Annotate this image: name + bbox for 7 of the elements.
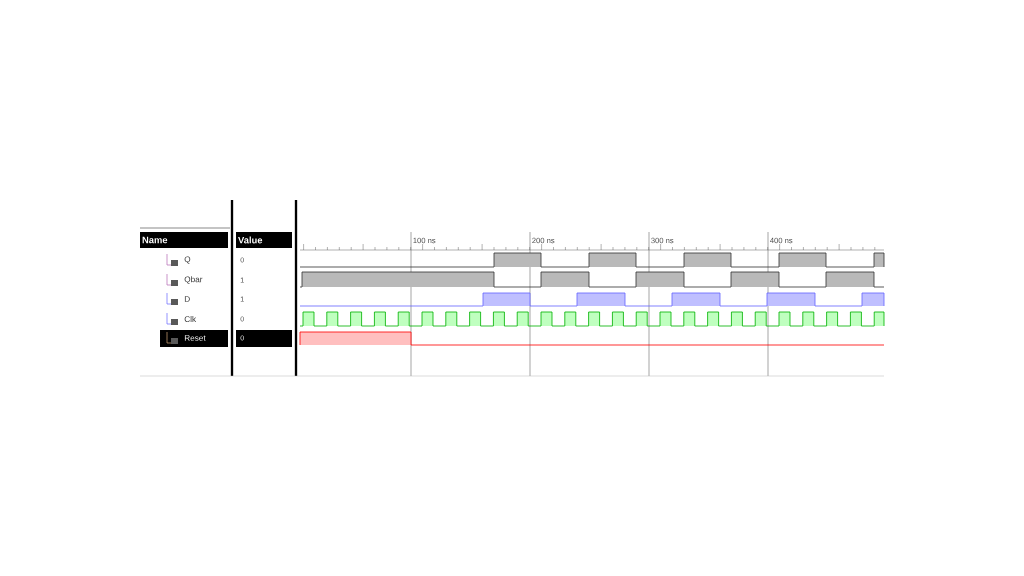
- column-header: Value: [236, 232, 292, 248]
- signal-name: Qbar: [184, 276, 203, 284]
- signal-name: Clk: [184, 316, 197, 322]
- signal-name: D: [184, 296, 190, 302]
- signal-name: Q: [184, 256, 191, 264]
- selected-row: Reset: [160, 330, 228, 347]
- column-header: Name: [140, 232, 228, 248]
